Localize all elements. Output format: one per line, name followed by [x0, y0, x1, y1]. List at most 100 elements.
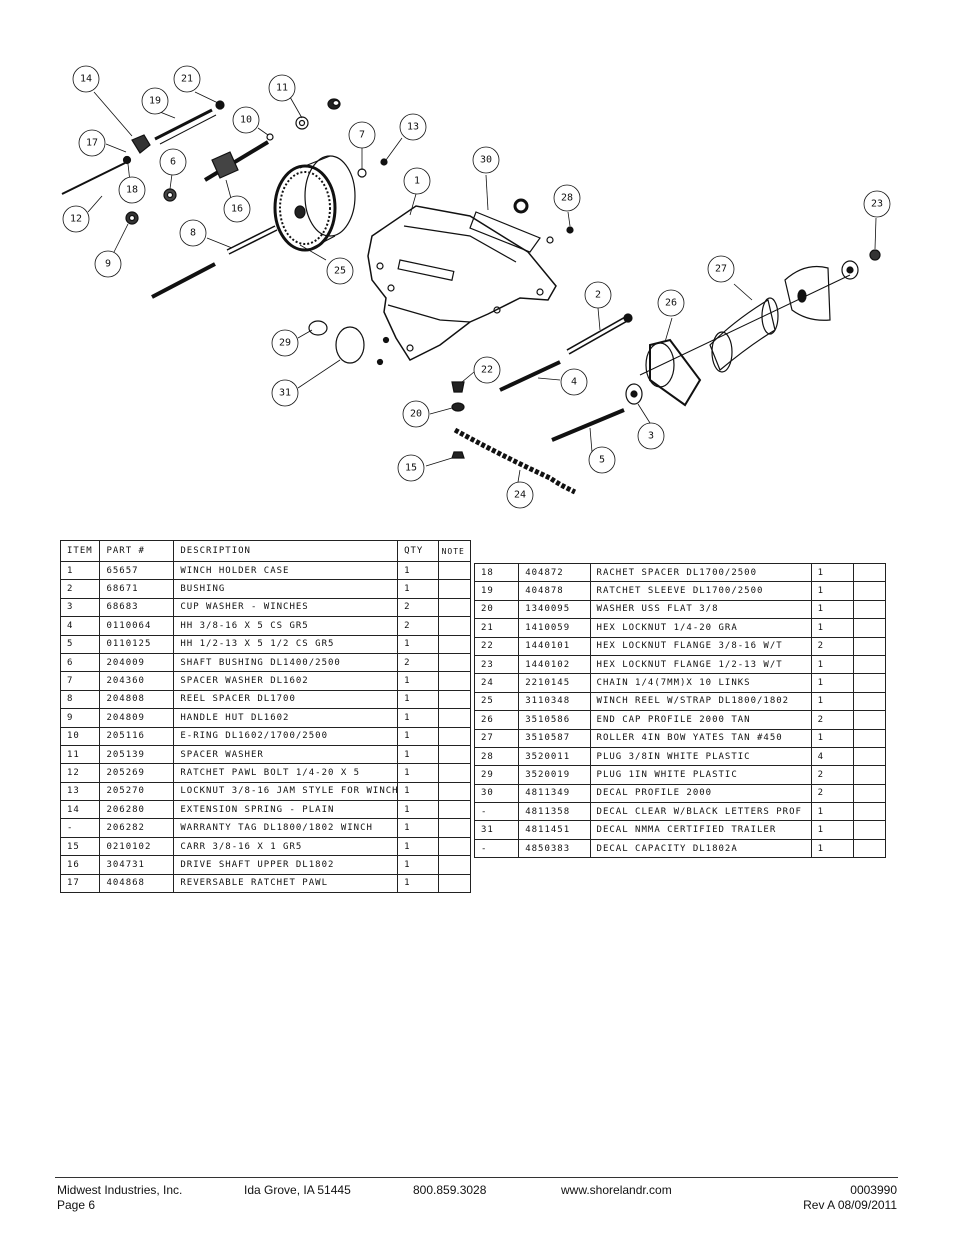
qty-cell: 1 [397, 763, 439, 783]
qty-cell: 1 [810, 673, 854, 693]
part-number-cell: 4811451 [518, 820, 591, 840]
callout-label: 22 [481, 365, 493, 376]
footer-city: Ida Grove, IA 51445 [244, 1183, 351, 1197]
item-cell: 5 [59, 634, 101, 654]
qty-cell: 1 [810, 654, 854, 675]
callout-label: 16 [231, 204, 243, 215]
note-cell [852, 691, 887, 712]
qty-cell: 1 [397, 671, 439, 691]
item-cell: 8 [59, 689, 101, 710]
callout-label: 8 [190, 228, 196, 239]
qty-cell: 2 [810, 765, 854, 785]
callout-label: 14 [80, 74, 92, 85]
item-cell: 24 [473, 673, 520, 693]
item-cell: 10 [59, 726, 101, 746]
item-cell: 25 [473, 691, 520, 712]
callout-label: 30 [480, 155, 492, 166]
part-number-cell: 3510586 [518, 710, 591, 730]
callout-label: 21 [181, 74, 193, 85]
callout-label: 17 [86, 138, 98, 149]
callout-label: 13 [407, 122, 419, 133]
description-cell: HEX LOCKNUT FLANGE 3/8-16 W/T [589, 636, 812, 656]
part-number-cell: 205270 [99, 781, 175, 802]
note-cell [852, 838, 887, 859]
part-number-cell: 4811349 [518, 783, 591, 804]
note-cell [852, 581, 887, 601]
part-number-cell: 1340095 [518, 599, 591, 620]
description-cell: DECAL NMMA CERTIFIED TRAILER [589, 820, 812, 840]
qty-cell: 1 [810, 820, 854, 840]
note-cell [437, 579, 472, 599]
note-cell [437, 689, 472, 710]
callout-label: 28 [561, 193, 573, 204]
callout-label: 15 [405, 463, 417, 474]
description-cell: END CAP PROFILE 2000 TAN [589, 710, 812, 730]
note-cell [852, 654, 887, 675]
callout-label: 31 [279, 388, 291, 399]
item-cell: 7 [59, 671, 101, 691]
part-number-cell: 65657 [99, 560, 175, 581]
part-number-cell: 3110348 [518, 691, 591, 712]
item-cell: 29 [473, 765, 520, 785]
item-cell: 6 [59, 652, 101, 673]
item-cell: 30 [473, 783, 520, 804]
callout-label: 29 [279, 338, 291, 349]
callout-label: 20 [410, 409, 422, 420]
note-cell [852, 710, 887, 730]
item-cell: 1 [59, 560, 101, 581]
part-number-cell: 204809 [99, 708, 175, 728]
callout-leader-lines [87, 91, 877, 483]
description-cell: LOCKNUT 3/8-16 JAM STYLE FOR WINCH [173, 781, 399, 802]
note-cell [852, 618, 887, 638]
part-number-cell: 404868 [99, 873, 175, 894]
qty-cell: 2 [810, 710, 854, 730]
callout-label: 26 [665, 298, 677, 309]
item-cell: 20 [473, 599, 520, 620]
qty-cell: 1 [397, 781, 439, 802]
note-cell [437, 616, 472, 636]
item-cell: 3 [59, 597, 101, 618]
callout-label: 9 [105, 259, 111, 270]
qty-cell: 1 [397, 873, 439, 894]
callout-label: 2 [595, 290, 601, 301]
note-cell [437, 800, 472, 820]
note-cell [437, 597, 472, 618]
item-cell: 13 [59, 781, 101, 802]
part-number-cell: 204808 [99, 689, 175, 710]
part-number-cell: 204009 [99, 652, 175, 673]
qty-cell: 1 [810, 618, 854, 638]
callout-label: 7 [359, 130, 365, 141]
description-cell: ROLLER 4IN BOW YATES TAN #450 [589, 728, 812, 748]
qty-cell: 1 [397, 708, 439, 728]
note-cell [852, 636, 887, 656]
qty-cell: 2 [810, 636, 854, 656]
callout-label: 6 [170, 157, 176, 168]
header-note: NOTE [437, 540, 472, 562]
qty-cell: 1 [810, 581, 854, 601]
qty-cell: 1 [397, 800, 439, 820]
note-cell [437, 634, 472, 654]
qty-cell: 1 [810, 728, 854, 748]
description-cell: HANDLE HUT DL1602 [173, 708, 399, 728]
qty-cell: 4 [810, 746, 854, 767]
qty-cell: 1 [397, 726, 439, 746]
footer-company: Midwest Industries, Inc. [57, 1183, 183, 1197]
